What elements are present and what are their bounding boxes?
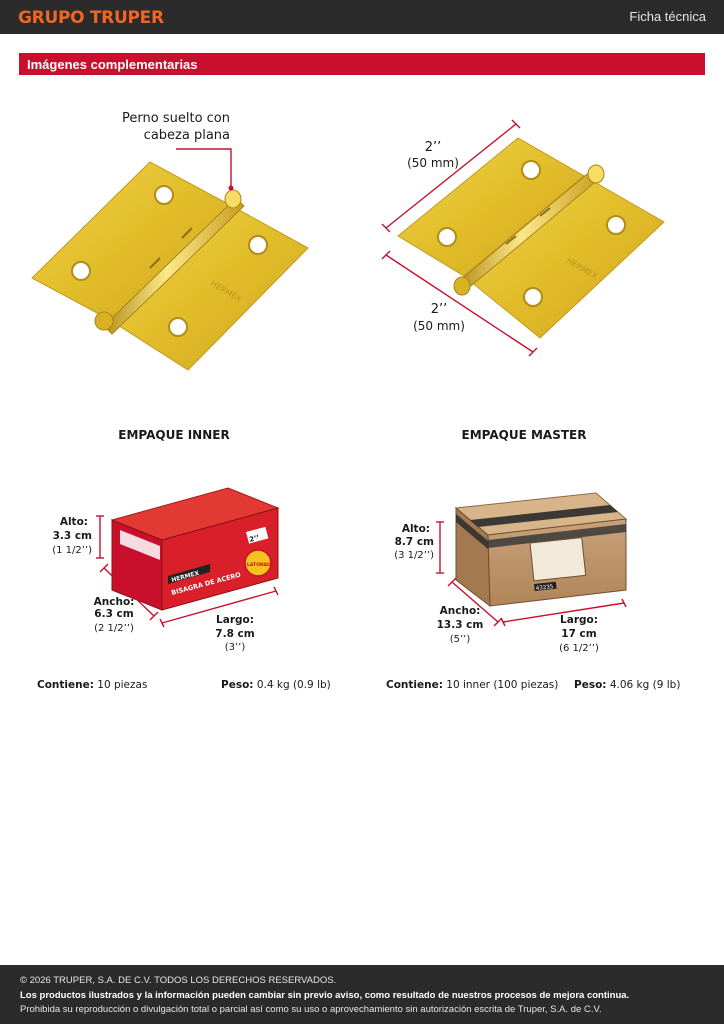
master-weight: Peso: 4.06 kg (9 lb) [574,679,680,691]
master-title: EMPAQUE MASTER [461,428,587,442]
master-largo-label: Largo: [560,614,598,626]
footer-notice: Los productos ilustrados y la informació… [20,990,630,1001]
inner-alto-label: Alto: [59,516,88,528]
master-contiene-value: 10 inner (100 piezas) [446,679,559,691]
footer-legal: Prohibida su reproducción o divulgación … [20,1004,602,1015]
master-alto-in: (3 1/2’’) [394,550,434,561]
inner-contents: Contiene: 10 piezas [37,679,147,691]
hinge-dim-top: 2’’ [424,140,442,155]
inner-largo-cm: 7.8 cm [215,628,255,640]
master-ancho-label: Ancho: [439,605,481,617]
section-title: Imágenes complementarias [27,57,198,72]
footer: © 2026 TRUPER, S.A. DE C.V. TODOS LOS DE… [0,965,724,1024]
master-box-image: 43235 [454,492,628,608]
master-alto-cm: 8.7 cm [394,536,434,548]
master-largo-in: (6 1/2’’) [559,643,599,654]
footer-copyright: © 2026 TRUPER, S.A. DE C.V. TODOS LOS DE… [20,975,337,986]
inner-ancho-label: Ancho: [93,596,135,608]
master-largo-cm: 17 cm [561,628,597,640]
master-contiene-label: Contiene: [386,679,443,691]
hinge-left-image: HERMEX [31,161,309,371]
svg-text:43235: 43235 [536,584,555,592]
callout-leader [176,148,232,188]
svg-text:2’’: 2’’ [248,534,260,544]
hinge-right-image: HERMEX [397,137,665,339]
master-contents: Contiene: 10 inner (100 piezas) [386,679,558,691]
brand-logo: GRUPO TRUPER [18,8,164,28]
dimension-lines-master [436,521,627,627]
inner-ancho-cm: 6.3 cm [94,608,134,620]
document-type: Ficha técnica [629,9,706,24]
inner-box-image: HERMEX BISAGRA DE ACERO 2’’ LATONADO BIS… [110,486,280,611]
master-peso-label: Peso: [574,679,607,691]
inner-ancho-in: (2 1/2’’) [94,623,134,634]
master-peso-value: 4.06 kg (9 lb) [609,679,681,691]
callout-line-2: cabeza plana [143,128,230,143]
hinge-dim-top-mm: (50 mm) [407,156,459,170]
hinge-dim-bottom-mm: (50 mm) [413,319,465,333]
top-bar: GRUPO TRUPER Ficha técnica [0,0,724,34]
inner-peso-label: Peso: [221,679,254,691]
hinge-dim-bottom: 2’’ [430,302,448,317]
section-header: Imágenes complementarias [19,53,705,75]
inner-peso-value: 0.4 kg (0.9 lb) [256,679,331,691]
inner-weight: Peso: 0.4 kg (0.9 lb) [221,679,331,691]
dimension-lines-inner [96,515,279,628]
inner-contiene-label: Contiene: [37,679,94,691]
master-ancho-in: (5’’) [449,634,471,645]
inner-largo-label: Largo: [216,614,254,626]
master-alto-label: Alto: [401,523,430,535]
callout-line-1: Perno suelto con [122,111,230,126]
svg-text:LATONADO: LATONADO [247,562,275,568]
dimension-lines-hinge [381,119,538,357]
inner-alto-cm: 3.3 cm [52,530,92,542]
callout-dot [228,185,234,191]
master-ancho-cm: 13.3 cm [436,619,484,631]
inner-contiene-value: 10 piezas [97,679,148,691]
inner-alto-in: (1 1/2’’) [52,545,92,556]
inner-title: EMPAQUE INNER [118,428,230,442]
inner-largo-in: (3’’) [224,642,246,653]
product-illustrations: HERMEX HERMEX HERMEX BISAGRA DE ACERO 2 [31,119,665,628]
